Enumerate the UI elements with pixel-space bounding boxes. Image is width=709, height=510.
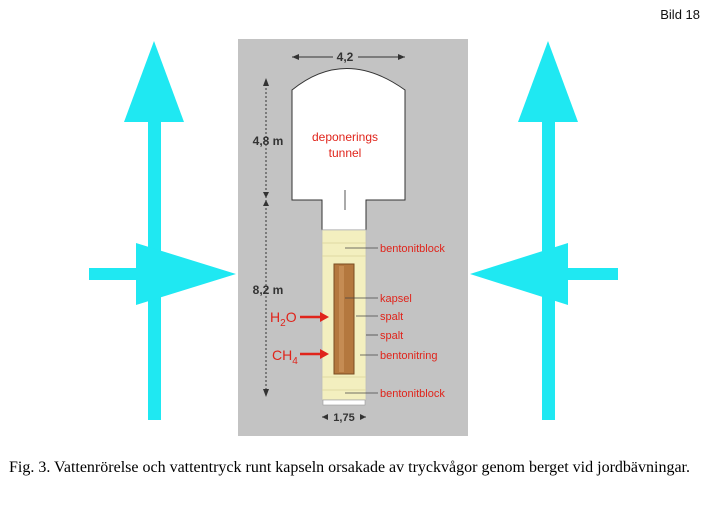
label-bentonite-block-top: bentonitblock bbox=[380, 243, 445, 255]
width-top-label: 4,2 bbox=[337, 50, 354, 64]
height-dimension bbox=[263, 78, 269, 397]
label-capsule: kapsel bbox=[380, 293, 412, 305]
tunnel-label-line1: deponerings bbox=[312, 130, 378, 144]
left-right-arrowhead bbox=[136, 243, 236, 305]
label-leader-lines bbox=[345, 247, 378, 394]
label-bentonite-block-bottom: bentonitblock bbox=[380, 388, 445, 400]
width-bottom-label: 1,75 bbox=[333, 412, 354, 424]
tunnel-label-line2: tunnel bbox=[329, 146, 362, 160]
water-inflow-arrow bbox=[300, 312, 329, 322]
repository-diagram: 4,2 4,8 m 8,2 m deponerings tunnel bento… bbox=[89, 39, 618, 436]
right-left-arrowhead bbox=[470, 243, 568, 305]
label-gap-2: spalt bbox=[380, 330, 403, 342]
hole-bottom bbox=[322, 399, 366, 406]
label-gap-1: spalt bbox=[380, 311, 403, 323]
water-label: H2O bbox=[270, 309, 297, 329]
slide-label: Bild 18 bbox=[660, 7, 700, 22]
bentonite-block-seams bbox=[322, 242, 366, 391]
label-bentonite-ring: bentonitring bbox=[380, 350, 438, 362]
capsule-highlight bbox=[339, 266, 344, 372]
methane-inflow-arrow bbox=[300, 349, 329, 359]
left-pressure-arrows bbox=[89, 41, 236, 420]
width-top-dimension bbox=[292, 54, 405, 60]
width-bottom-dimension bbox=[322, 414, 366, 420]
right-up-arrowhead bbox=[518, 41, 578, 122]
methane-label: CH4 bbox=[272, 347, 298, 367]
hole-height-label: 8,2 m bbox=[253, 283, 284, 297]
left-up-arrowhead bbox=[124, 41, 184, 122]
figure-caption: Fig. 3. Vattenrörelse och vattentryck ru… bbox=[9, 459, 690, 476]
right-pressure-arrows bbox=[470, 41, 618, 420]
tunnel-height-label: 4,8 m bbox=[253, 134, 284, 148]
